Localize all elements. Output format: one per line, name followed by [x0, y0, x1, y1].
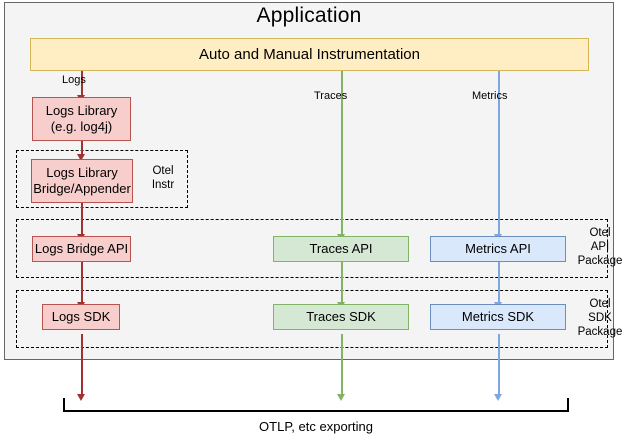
package-label-otel-instr: Otel Instr: [141, 164, 185, 192]
node-label-line2: Bridge/Appender: [33, 181, 131, 196]
package-otel-sdk: [16, 290, 608, 348]
node-label: Traces SDK: [306, 309, 376, 324]
node-label: Logs Bridge API: [34, 241, 129, 256]
package-label-otel-sdk: Otel SDK Package: [572, 297, 628, 339]
package-label-otel-api: Otel API Package: [572, 226, 628, 268]
package-label-line3: Package: [577, 255, 623, 267]
package-label-line2: SDK: [588, 312, 612, 324]
edge-label-logs: Logs: [62, 74, 86, 86]
edge-label-metrics: Metrics: [472, 90, 508, 102]
node-label-line2: (e.g. log4j): [50, 119, 113, 134]
node-auto-manual-instrumentation[interactable]: Auto and Manual Instrumentation: [30, 38, 589, 71]
node-label: Traces API: [309, 241, 373, 256]
node-traces-api[interactable]: Traces API: [273, 236, 409, 262]
node-metrics-api[interactable]: Metrics API: [430, 236, 566, 262]
node-metrics-sdk[interactable]: Metrics SDK: [430, 304, 566, 330]
node-label: Auto and Manual Instrumentation: [199, 45, 420, 63]
package-label-line1: Otel: [152, 165, 174, 177]
package-label-line1: Otel: [589, 227, 611, 239]
node-label: Metrics SDK: [461, 309, 535, 324]
node-label: Metrics API: [465, 241, 531, 256]
edge-label-traces: Traces: [314, 90, 348, 102]
node-label-line1: Logs Library: [46, 165, 118, 180]
package-label-line2: Instr: [151, 179, 175, 191]
node-label-line1: Logs Library: [45, 103, 118, 118]
package-label-line3: Package: [577, 326, 623, 338]
node-logs-sdk[interactable]: Logs SDK: [42, 304, 120, 330]
node-logs-library[interactable]: Logs Library (e.g. log4j): [32, 97, 131, 141]
node-traces-sdk[interactable]: Traces SDK: [273, 304, 409, 330]
package-otel-instr: [16, 150, 188, 208]
export-label: OTLP, etc exporting: [259, 419, 373, 434]
node-logs-library-bridge-appender[interactable]: Logs Library Bridge/Appender: [31, 159, 133, 203]
page-title: Application: [256, 4, 362, 27]
node-label: Logs SDK: [51, 309, 111, 324]
package-label-line2: API: [590, 241, 610, 253]
package-label-line1: Otel: [589, 298, 611, 310]
package-otel-api: [16, 219, 608, 278]
node-logs-bridge-api[interactable]: Logs Bridge API: [32, 236, 131, 262]
